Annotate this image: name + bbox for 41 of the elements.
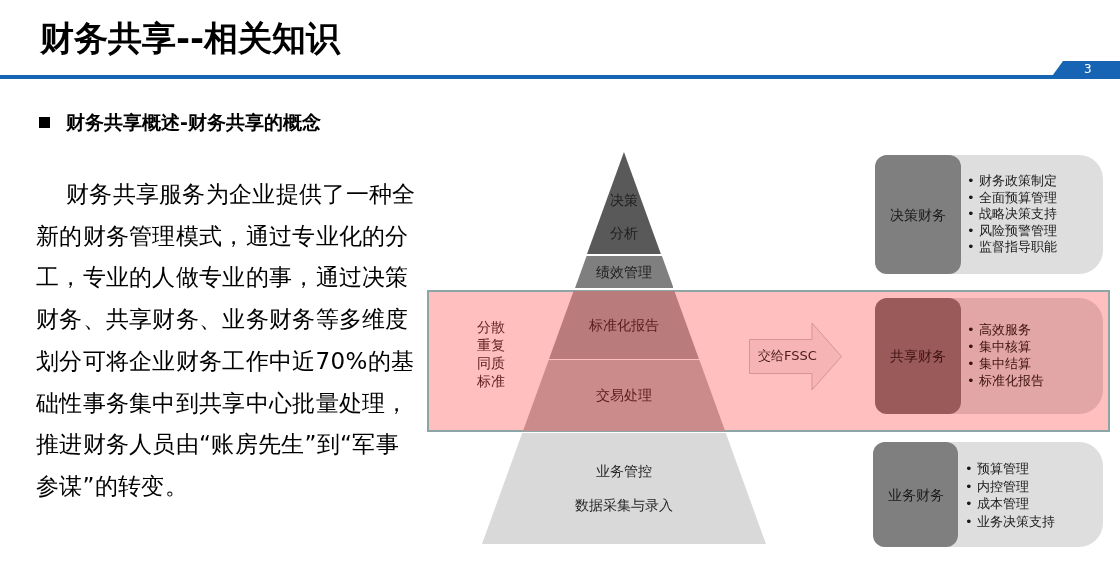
tier-label: 业务管控 [596,463,652,480]
bullet-item: • 全面预算管理 [967,189,1057,206]
page-number: 3 [1084,62,1092,77]
bullet-item: • 预算管理 [965,460,1029,478]
pyramid-tier [522,360,726,431]
pyramid-tier [574,256,674,288]
slide-title: 财务共享--相关知识 [40,17,341,60]
tier-label: 分析 [610,224,638,242]
tier-label: 决策 [610,191,638,209]
category-box [875,298,961,414]
category-label: 共享财务 [890,347,946,365]
category-label: 业务财务 [887,485,944,504]
tier-label: 标准化报告 [589,316,659,334]
info-card [875,298,1103,414]
bullet-item: • 业务决策支持 [965,512,1055,530]
bullet-item: • 成本管理 [965,495,1029,513]
tier-label: 交易处理 [596,387,652,404]
info-card [875,155,1103,274]
bullet-item: • 集中结算 [967,355,1031,372]
tier-label: 绩效管理 [596,263,652,281]
bullet-item: • 高效服务 [967,321,1031,338]
bullet-item: • 风险预警管理 [967,222,1057,239]
pyramid-tier [587,152,661,254]
category-box [873,442,958,547]
body-paragraph: 财务共享服务为企业提供了一种全新的财务管理模式，通过专业化的分工，专业的人做专业的事，通过决策财务、共享财务、业务财务等多维度划分可将企业财务工作中近70%的基础性事务集中到共享中心批量处理，推进财务人员由“账房先生”到“军事参谋”的转变。 [36,180,417,501]
band-label: 分散重复同质标准 [477,318,506,390]
bullet-item: • 标准化报告 [967,372,1044,389]
category-box [875,155,961,274]
pyramid-tier [549,291,699,359]
bullet-item: • 财务政策制定 [967,173,1057,190]
edge-label: 交给FSSC [758,348,817,364]
bullet-item: • 监督指导职能 [967,239,1057,256]
bullet-item: • 集中核算 [967,338,1031,355]
section-heading: 财务共享概述-财务共享的概念 [66,110,321,135]
info-card [873,442,1103,547]
bullet-item: • 内控管理 [965,477,1029,495]
block-arrow [749,322,842,390]
category-label: 决策财务 [890,205,946,224]
bullet-item: • 战略决策支持 [967,206,1057,223]
tier-label: 数据采集与录入 [575,497,673,514]
highlight-band [427,290,1110,432]
